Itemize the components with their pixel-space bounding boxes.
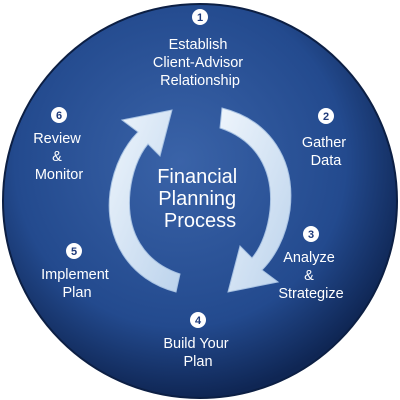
center-title-line: Planning (158, 188, 236, 210)
step-label-line: Data (311, 153, 343, 169)
step-label-line: & (304, 268, 314, 284)
step-label: Review & Monitor (33, 131, 85, 183)
cycle-arrow-left (108, 109, 181, 293)
step-number: 4 (195, 315, 202, 327)
step-badge (190, 312, 206, 328)
step-label-line: Monitor (35, 167, 84, 183)
step-number: 2 (323, 111, 329, 123)
step-label-line: Analyze (283, 250, 335, 266)
step-label: Establish Client-Advisor Relationship (153, 37, 247, 89)
step-5: 5 Implement Plan (41, 243, 113, 301)
step-label-line: Relationship (160, 73, 240, 89)
step-1: 1 Establish Client-Advisor Relationship (153, 9, 247, 89)
step-label: Build Your Plan (163, 336, 232, 370)
step-3: 3 Analyze & Strategize (278, 226, 344, 302)
step-label: Implement Plan (41, 267, 113, 301)
cycle-arrow-right (219, 107, 292, 293)
step-label: Analyze & Strategize (278, 250, 343, 302)
step-badge (192, 9, 208, 25)
step-label-line: Gather (302, 135, 346, 151)
step-number: 3 (308, 229, 314, 241)
step-number: 1 (197, 12, 203, 24)
step-badge (318, 108, 334, 124)
step-label-line: Implement (41, 267, 109, 283)
step-badge (303, 226, 319, 242)
step-6: 6 Review & Monitor (33, 107, 85, 183)
step-4: 4 Build Your Plan (163, 312, 232, 370)
step-number: 6 (56, 110, 62, 122)
center-title: Financial Planning Process (157, 166, 243, 232)
step-label-line: Strategize (278, 286, 343, 302)
center-title-line: Process (164, 210, 236, 232)
outer-disc (2, 3, 398, 399)
step-label-line: Plan (183, 354, 212, 370)
step-badge (51, 107, 67, 123)
step-badge (66, 243, 82, 259)
step-2: 2 Gather Data (302, 108, 350, 169)
step-label-line: & (52, 149, 62, 165)
step-label-line: Build Your (163, 336, 228, 352)
step-label-line: Establish (169, 37, 228, 53)
step-label: Gather Data (302, 135, 350, 169)
step-label-line: Plan (62, 285, 91, 301)
center-title-line: Financial (157, 166, 237, 188)
step-label-line: Review (33, 131, 81, 147)
step-number: 5 (71, 246, 77, 258)
step-label-line: Client-Advisor (153, 55, 243, 71)
